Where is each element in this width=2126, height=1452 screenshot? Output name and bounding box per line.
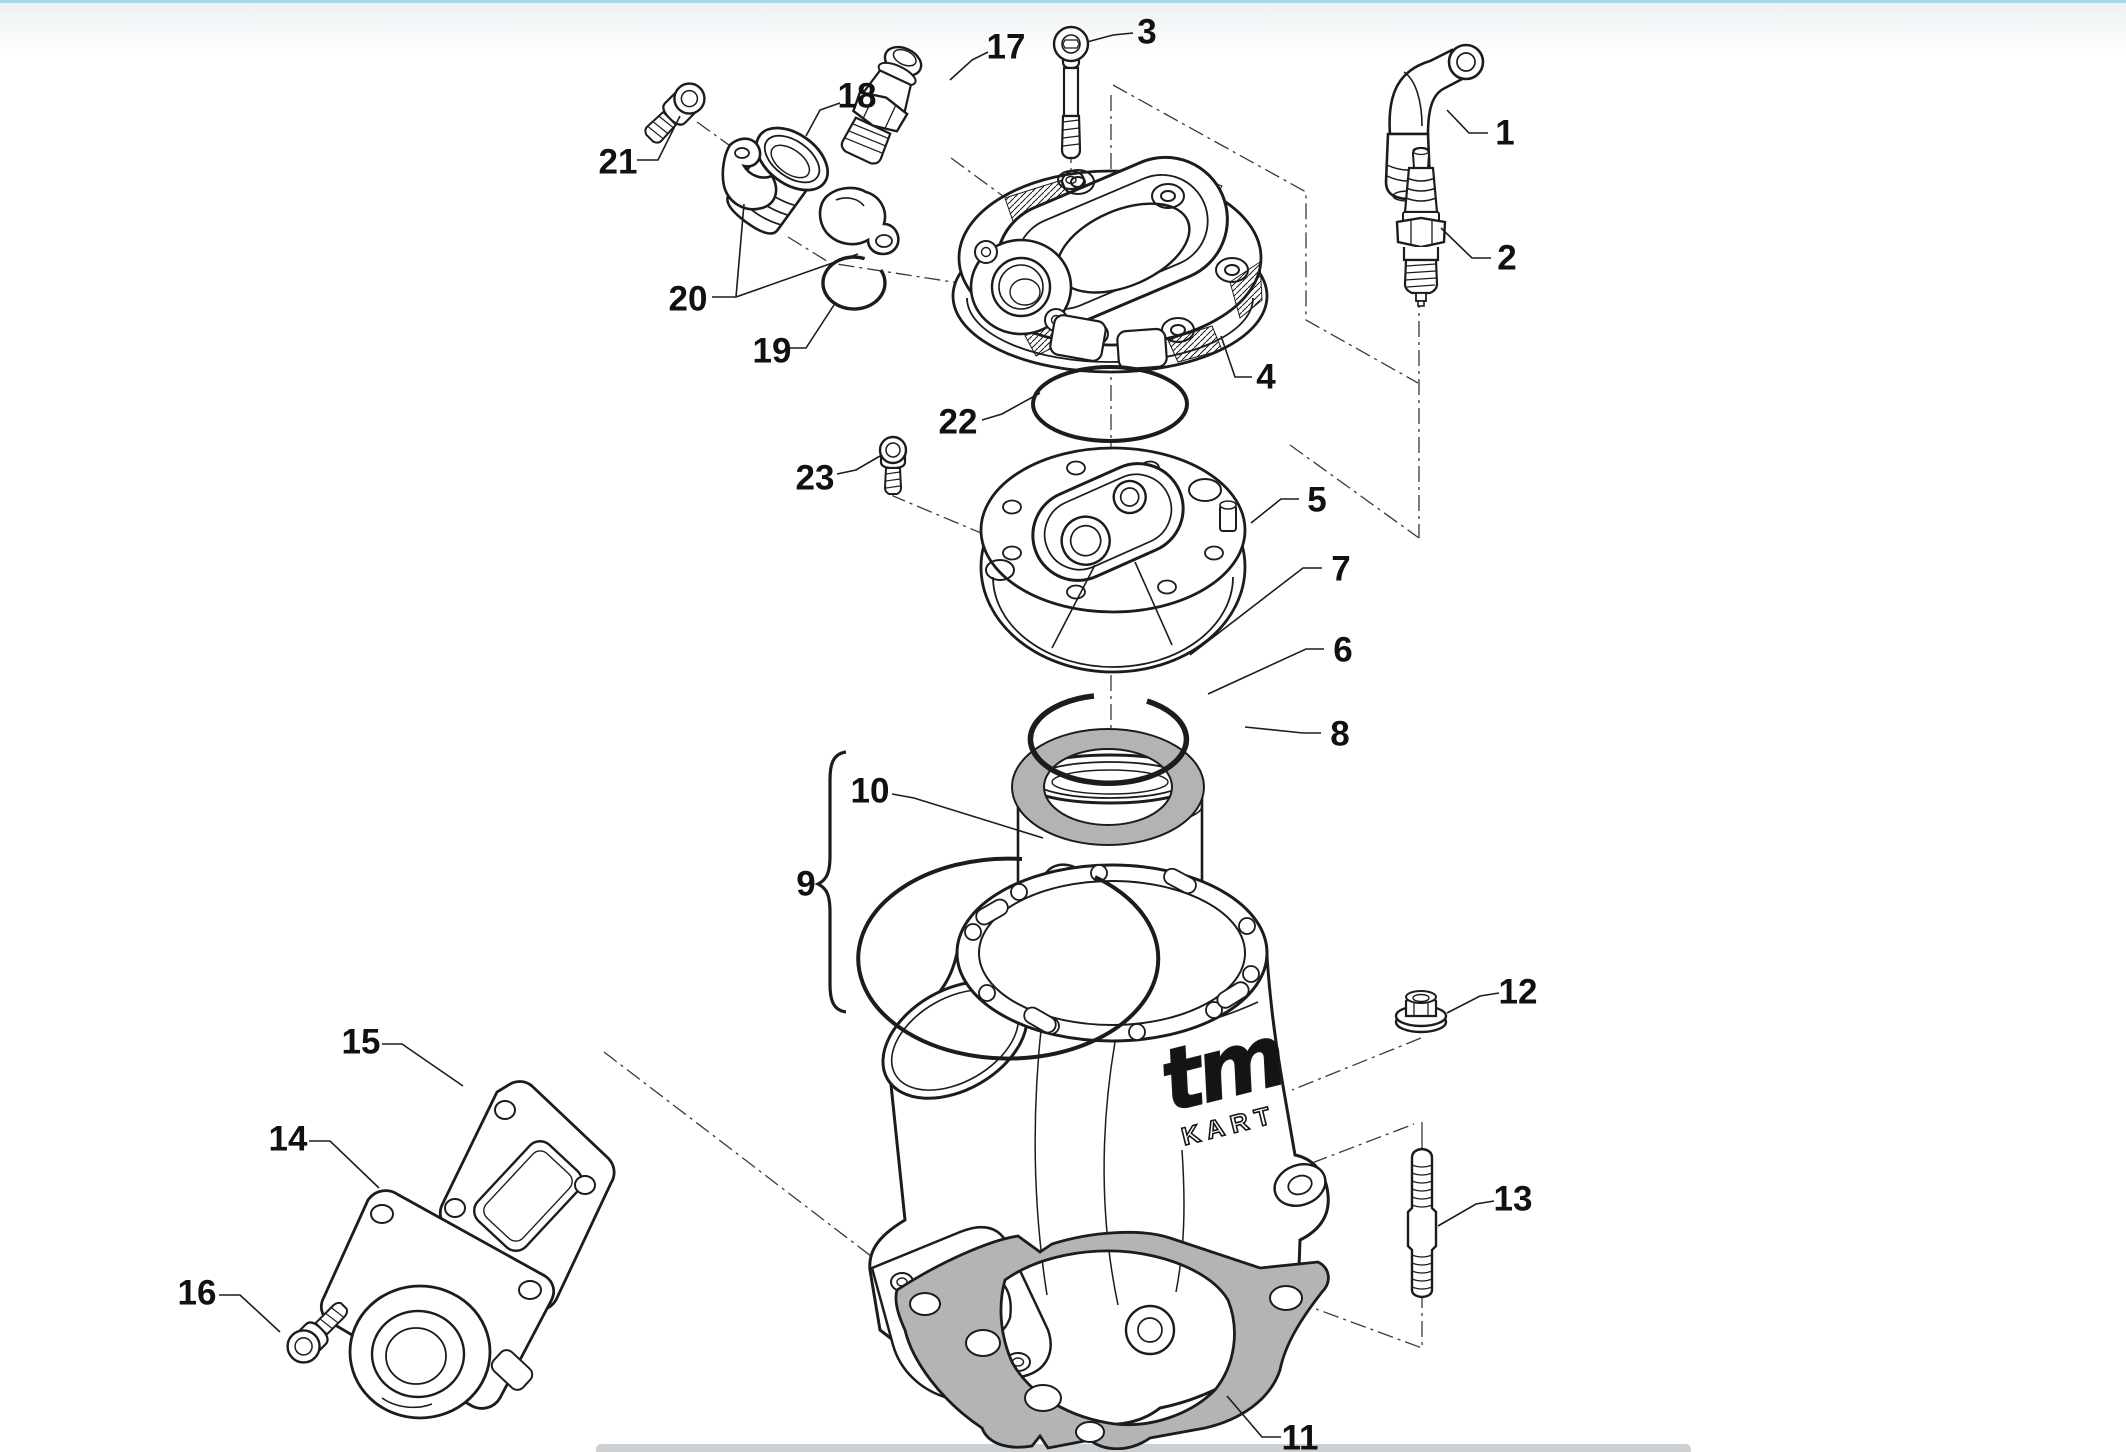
bracket-screw-21 [644, 82, 706, 144]
retainer-bracket-upper [721, 137, 778, 211]
head-insert [979, 446, 1247, 674]
footer-bar-partial [596, 1444, 1691, 1452]
outer-ring-8 [856, 856, 1161, 1061]
oring-gasket-6 [1010, 728, 1206, 846]
callout-label-9: 9 [796, 865, 815, 904]
callout-label-11: 11 [1282, 1419, 1319, 1451]
callout-label-14: 14 [269, 1120, 308, 1159]
retainer-bracket-lower [818, 186, 900, 256]
callout-labels: 1 2 3 4 5 6 7 8 9 10 11 12 13 14 15 16 1… [178, 13, 1538, 1451]
callout-label-10: 10 [851, 772, 890, 811]
stud-lug [1273, 1163, 1327, 1207]
callout-label-3: 3 [1137, 13, 1156, 52]
callout-label-16: 16 [178, 1274, 217, 1313]
callout-label-4: 4 [1256, 358, 1276, 397]
callout-label-1: 1 [1495, 114, 1514, 153]
coolant-port-flange [969, 238, 1073, 336]
callout-label-6: 6 [1333, 631, 1352, 670]
head-oring [1031, 365, 1189, 443]
callout-label-13: 13 [1494, 1180, 1533, 1219]
cylinder-top-flange [955, 863, 1269, 1043]
callout-label-22: 22 [939, 403, 978, 442]
callout-label-8: 8 [1330, 715, 1349, 754]
assembly-brace [814, 750, 847, 1014]
cylinder-stud [1406, 1147, 1438, 1299]
cylinder-head [951, 155, 1269, 374]
callout-label-7: 7 [1331, 550, 1350, 589]
dowel-pin [1219, 500, 1237, 532]
manifold-screw [286, 1301, 349, 1364]
callout-label-19: 19 [753, 332, 792, 371]
callout-label-2: 2 [1497, 239, 1516, 278]
base-gasket [894, 1230, 1330, 1450]
callout-label-23: 23 [796, 459, 835, 498]
callout-label-21: 21 [599, 143, 638, 182]
spark-plug [1395, 146, 1447, 307]
callout-label-15: 15 [342, 1023, 381, 1062]
top-accent-line [0, 0, 2126, 3]
head-screw [1052, 25, 1090, 160]
callout-label-5: 5 [1307, 481, 1326, 520]
vent-fitting [840, 45, 923, 165]
brand-logo-text: tm [1150, 1006, 1292, 1132]
callout-label-20: 20 [669, 280, 708, 319]
callout-label-18: 18 [838, 77, 877, 116]
snap-ring-7 [1027, 693, 1190, 786]
snap-ring-19 [821, 255, 887, 311]
leader-lines [219, 32, 1500, 1438]
brand-logo: tm KART [1150, 1005, 1293, 1152]
callout-label-12: 12 [1499, 973, 1538, 1012]
flange-nut [1394, 990, 1448, 1034]
exhaust-port-face [881, 980, 1029, 1100]
callout-label-17: 17 [987, 28, 1026, 67]
insert-screw [878, 435, 908, 495]
